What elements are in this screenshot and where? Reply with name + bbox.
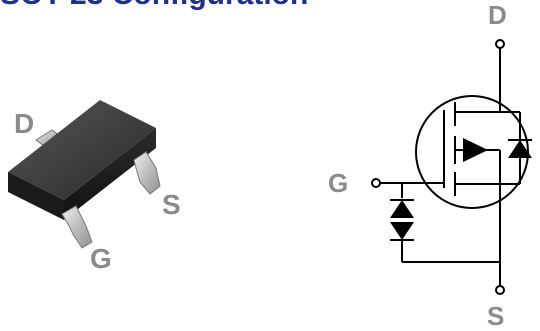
page-heading: SOT-23 Configuration — [0, 0, 540, 12]
sot23-package: D S G — [8, 100, 181, 274]
package-body-top — [8, 100, 156, 200]
mosfet-schematic: D G — [328, 0, 532, 331]
source-lead — [133, 151, 161, 195]
schematic-source-label: S — [487, 301, 504, 331]
drain-terminal — [495, 39, 505, 49]
package-body-front — [8, 172, 64, 220]
package-body-side — [64, 128, 156, 220]
body-arrow-icon — [463, 138, 488, 162]
zener-upper-icon — [390, 200, 414, 218]
schematic-gate-label: G — [328, 168, 348, 198]
package-gate-label: G — [90, 243, 112, 274]
page-title: SOT-23 Configuration — [0, 0, 540, 10]
package-source-label: S — [162, 189, 181, 220]
zener-lower-icon — [390, 222, 414, 240]
gate-lead — [61, 205, 93, 249]
body-diode-icon — [508, 140, 532, 158]
gate-terminal — [371, 178, 381, 188]
source-terminal — [495, 285, 505, 295]
package-drain-label: D — [14, 108, 34, 139]
schematic-drain-label: D — [488, 0, 507, 30]
